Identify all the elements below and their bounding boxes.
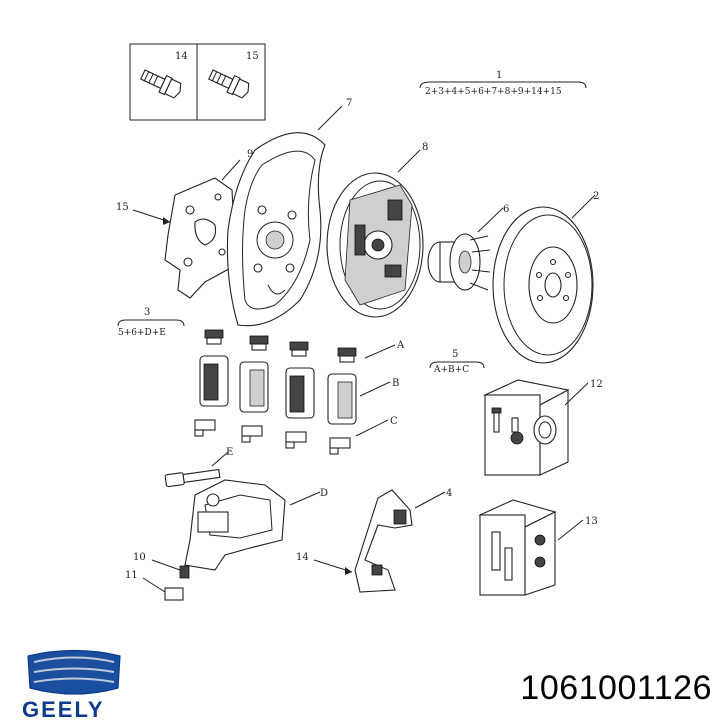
callout-5: 5 [452, 349, 458, 360]
callout-5-group: 5 A+B+C [429, 349, 485, 375]
part-13-kit: 13 [478, 499, 598, 596]
bolt-box: 14 15 [129, 43, 266, 121]
callout-11: 11 [125, 570, 138, 581]
geely-logo: GEELY [22, 649, 121, 720]
callout-15-plate-group: 15 [116, 202, 171, 225]
callout-3-group: 3 5+6+D+E [117, 307, 185, 338]
callout-D: D [320, 488, 328, 499]
callout-14-bracket-group: 14 [296, 552, 353, 575]
callout-2: 2 [593, 191, 599, 202]
callout-15-box: 15 [246, 51, 259, 62]
callout-C: C [390, 416, 398, 427]
part-4-bracket: 4 [354, 488, 452, 593]
part-D-caliper: D [184, 479, 328, 571]
part-8-shoe-assembly: 8 [326, 142, 428, 318]
part-E-guide-pin: E [164, 447, 233, 488]
callout-3-formula: 5+6+D+E [118, 328, 166, 338]
callout-5-formula: A+B+C [433, 365, 469, 375]
callout-E: E [226, 447, 233, 458]
part-7-shield: 7 [226, 98, 352, 327]
callout-10: 10 [133, 552, 146, 563]
callout-3: 3 [144, 307, 150, 318]
geely-emblem-icon [27, 649, 121, 695]
callout-1: 1 [496, 70, 502, 81]
part-12-kit: 12 [483, 379, 603, 476]
callout-B: B [392, 378, 399, 389]
callout-7: 7 [346, 98, 352, 109]
pads-row-b: B [199, 355, 399, 425]
callout-14-box: 14 [175, 51, 188, 62]
bolt-14 [140, 69, 182, 99]
callout-8: 8 [422, 142, 428, 153]
callout-A: A [396, 340, 405, 351]
callout-1-group: 1 2+3+4+5+6+7+8+9+14+15 [419, 70, 587, 97]
callout-6: 6 [503, 204, 509, 215]
callout-9: 9 [247, 149, 253, 160]
parts-10-11: 10 11 [125, 552, 190, 601]
callout-13: 13 [585, 516, 598, 527]
callout-4: 4 [446, 488, 452, 499]
clips-row-a: A [204, 329, 405, 363]
shims-row-c: C [194, 416, 398, 455]
brand-name: GEELY [22, 697, 105, 720]
callout-12: 12 [590, 379, 603, 390]
bolt-15 [208, 69, 250, 99]
part-9-plate: 9 [164, 149, 253, 299]
part-2-rotor: 2 [492, 191, 599, 364]
callout-15-plate: 15 [116, 202, 129, 213]
part-number: 1061001126 [520, 669, 712, 707]
callout-14-bracket: 14 [296, 552, 309, 563]
callout-1-formula: 2+3+4+5+6+7+8+9+14+15 [425, 87, 562, 97]
part-6-hub: 6 [427, 204, 509, 291]
